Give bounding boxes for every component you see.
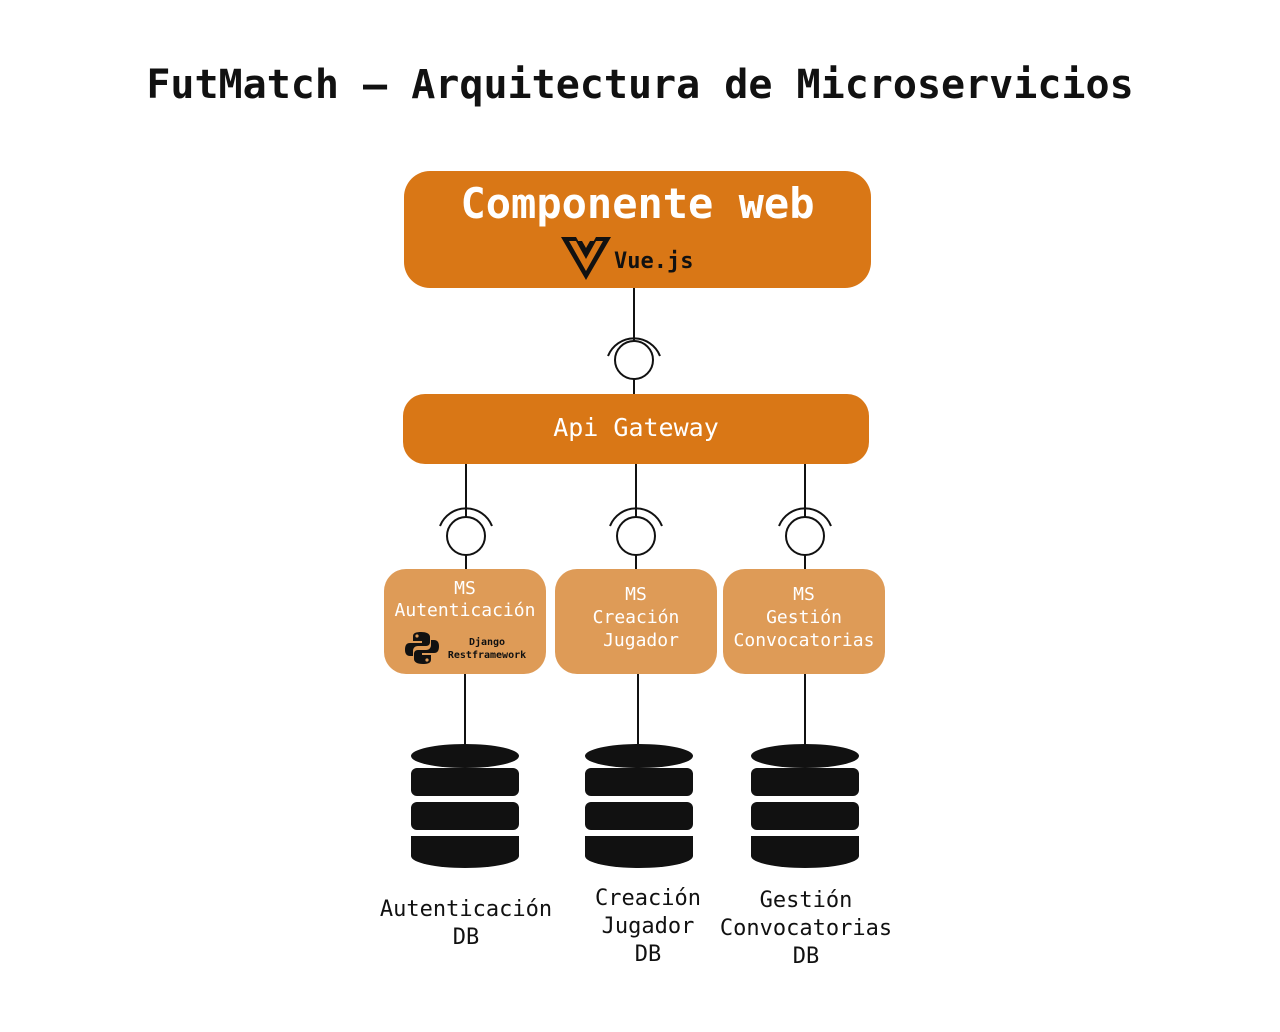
db-label-line: DB (792, 944, 820, 969)
diagram-title: FutMatch – Arquitectura de Microservicio… (146, 62, 1134, 108)
django-label-line: Restframework (447, 650, 527, 661)
db-label-line: Gestión (759, 888, 853, 913)
ms-label-line: MS (454, 578, 476, 599)
db-label-line: DB (634, 942, 662, 967)
vue-logo-icon (561, 237, 611, 280)
db-label-line: Creación (595, 886, 701, 911)
interface-ball-icon (785, 516, 825, 556)
api-gateway-box: Api Gateway (403, 394, 869, 464)
web-component-title: Componente web (460, 179, 815, 228)
database-icon (751, 744, 859, 868)
db-label-autenticacion: Autenticación DB (366, 896, 566, 952)
db-label-line: Autenticación (379, 897, 553, 922)
ms-gestion-convocatorias-box: MS Gestión Convocatorias (723, 569, 885, 674)
ms-label-line: MS (793, 584, 815, 605)
ms-autenticacion-box: MS Autenticación Django Restframework (384, 569, 546, 674)
django-badge: Django Restframework (442, 636, 532, 662)
api-gateway-label: Api Gateway (553, 413, 719, 442)
database-icon (585, 744, 693, 868)
interface-socket-icon (439, 507, 493, 527)
interface-socket-icon (609, 507, 663, 527)
vue-label: Vue.js (614, 249, 694, 274)
interface-socket-icon (607, 337, 661, 357)
interface-socket-icon (778, 507, 832, 527)
db-label-line: Jugador (601, 914, 695, 939)
database-icon (411, 744, 519, 868)
ms-label-line: Autenticación (394, 600, 536, 621)
python-icon (405, 632, 439, 664)
web-component-box: Componente web Vue.js (404, 171, 871, 288)
interface-ball-icon (616, 516, 656, 556)
db-label-line: Convocatorias (719, 916, 893, 941)
ms-label-line: Gestión (766, 607, 842, 628)
db-label-line: DB (452, 925, 480, 950)
db-label-gestion-convocatorias: Gestión Convocatorias DB (706, 887, 906, 971)
ms-label-line: MS (625, 584, 647, 605)
interface-ball-icon (446, 516, 486, 556)
interface-ball-icon (614, 340, 654, 380)
db-label-creacion-jugador: Creación Jugador DB (548, 885, 748, 969)
ms-label-line: Convocatorias (733, 630, 875, 651)
ms-label-line: Jugador (603, 630, 679, 651)
ms-creacion-jugador-box: MS Creación Jugador (555, 569, 717, 674)
django-label-line: Django (468, 637, 506, 648)
ms-label-line: Creación (592, 607, 680, 628)
